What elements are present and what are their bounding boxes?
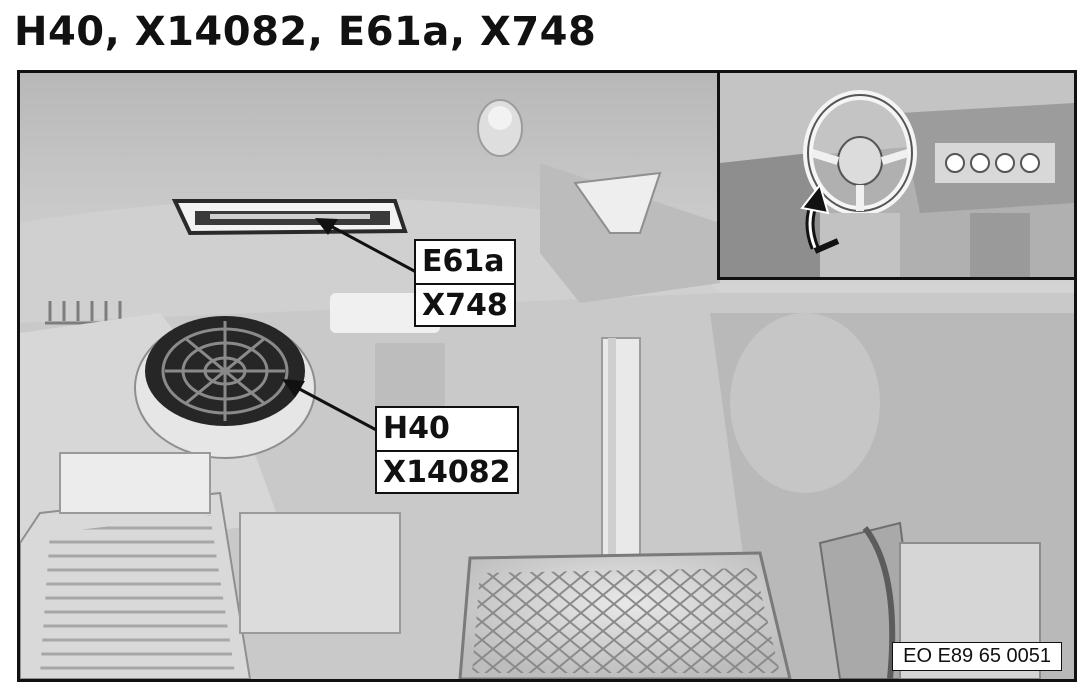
label-x14082: X14082 [377, 450, 517, 492]
label-e61a: E61a [422, 244, 505, 279]
leader-arrow-lower [282, 379, 383, 435]
release-handle [573, 171, 662, 234]
location-arrow-icon [800, 182, 840, 254]
overview-inset [717, 73, 1074, 280]
label-h40: H40 [383, 411, 450, 446]
callout-upper: E61a X748 [414, 239, 516, 327]
reference-code: EO E89 65 0051 [892, 642, 1062, 671]
page-title: H40, X14082, E61a, X748 [14, 9, 597, 55]
label-x748: X748 [416, 283, 514, 325]
pedal-arm [601, 337, 641, 569]
steering-wheel-icon [803, 90, 917, 216]
cockpit-overview-illustration [720, 73, 1074, 277]
component-location-figure: E61a X748 H40 X14082 EO E89 65 0051 [17, 70, 1077, 682]
bracket [330, 293, 440, 333]
callout-lower: H40 X14082 [375, 406, 519, 494]
leader-arrow-upper [315, 218, 419, 275]
